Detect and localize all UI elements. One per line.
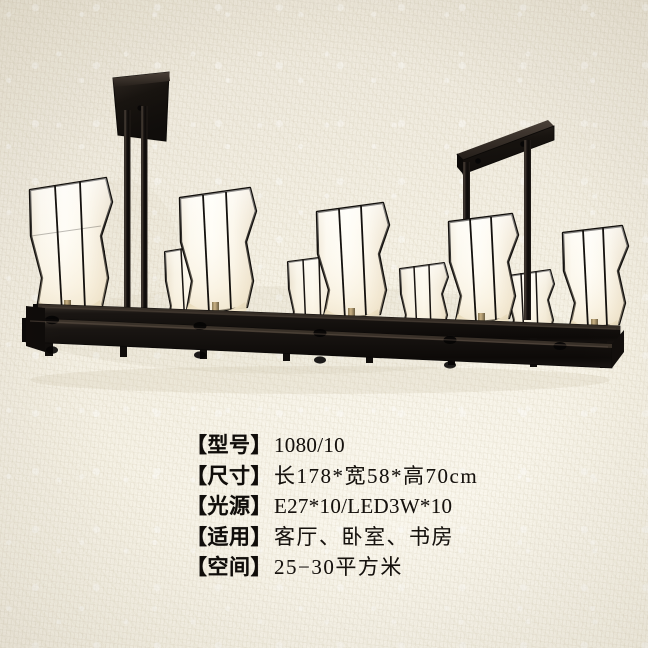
spec-label-application: 【适用】 (186, 524, 272, 549)
spec-row-space: 【空间】 25−30平方米 (186, 551, 606, 582)
spec-value-light-source: E27*10/LED3W*10 (274, 494, 453, 518)
lamp-shade-front-3 (315, 201, 391, 334)
ceiling-mount-left (112, 71, 170, 310)
rectangular-frame (22, 303, 624, 369)
product-spec-list: 【型号】 1080/10 【尺寸】 长178*宽58*高70cm 【光源】 E2… (186, 429, 606, 582)
spec-label-size: 【尺寸】 (186, 463, 272, 488)
spec-row-light-source: 【光源】 E27*10/LED3W*10 (186, 490, 606, 521)
lamp-shade-front-4 (447, 212, 520, 338)
spec-label-light-source: 【光源】 (186, 494, 272, 518)
spec-value-application: 客厅、卧室、书房 (274, 524, 454, 549)
spec-row-model: 【型号】 1080/10 (186, 429, 606, 460)
spec-value-space: 25−30平方米 (274, 555, 403, 579)
spec-row-application: 【适用】 客厅、卧室、书房 (186, 521, 606, 552)
spec-value-model: 1080/10 (274, 433, 345, 457)
fixture-drop-shadow (30, 366, 610, 394)
spec-value-size: 长178*宽58*高70cm (274, 463, 479, 488)
spec-row-size: 【尺寸】 长178*宽58*高70cm (186, 460, 606, 491)
lamp-shade-front-2 (178, 186, 258, 328)
spec-label-model: 【型号】 (186, 433, 272, 457)
front-row-shades (28, 176, 630, 343)
spec-label-space: 【空间】 (186, 555, 272, 579)
